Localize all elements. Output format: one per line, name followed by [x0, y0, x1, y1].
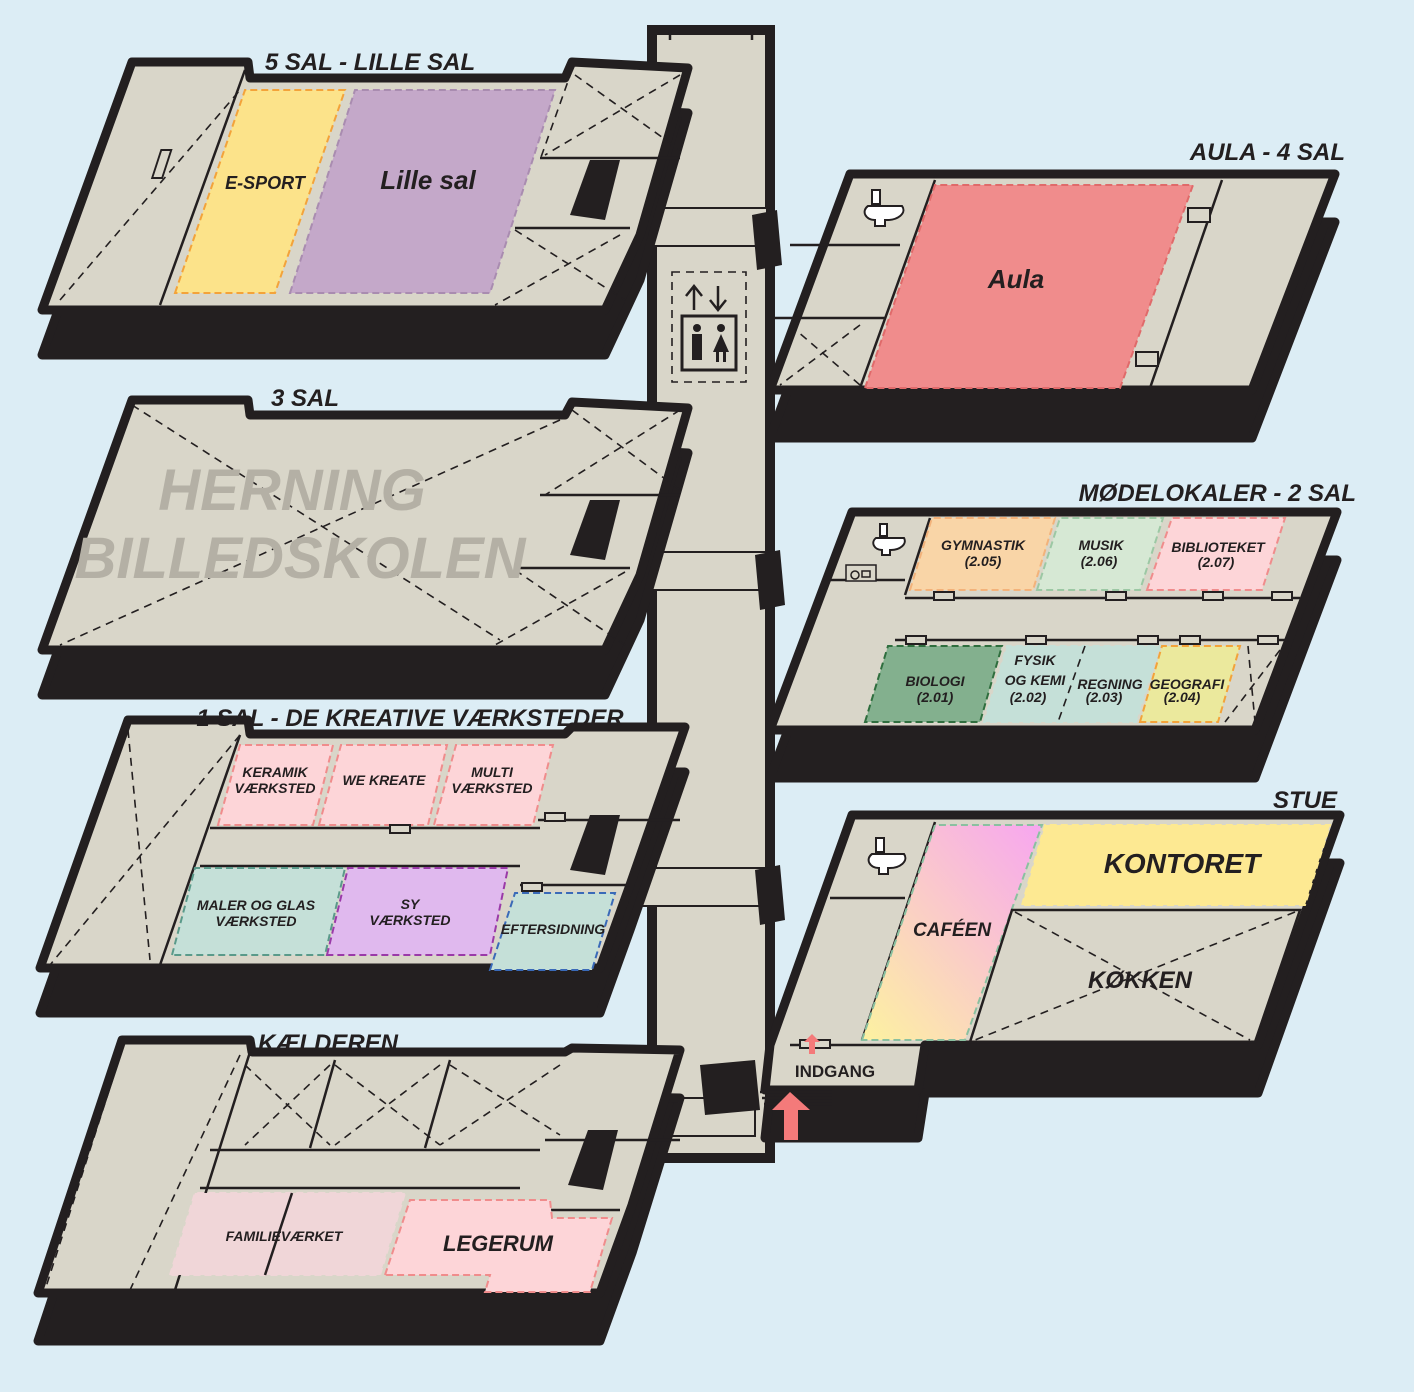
watermark-line-2: BILLEDSKOLEN — [74, 526, 526, 591]
room-label-maler-2: VÆRKSTED — [216, 913, 297, 929]
room-label-biologi: BIOLOGI — [905, 673, 965, 689]
room-eftersidning[interactable] — [488, 892, 617, 971]
floor-title: KÆLDEREN — [258, 1030, 399, 1057]
room-label-keramik-2: VÆRKSTED — [235, 780, 316, 796]
room-label-esport: E-SPORT — [225, 173, 307, 193]
room-kontoret[interactable] — [1020, 824, 1332, 906]
room-number-regning: (2.03) — [1086, 689, 1123, 705]
room-label-kemi: OG KEMI — [1005, 672, 1067, 688]
elevator-icon[interactable] — [671, 271, 747, 383]
room-maler-glas[interactable] — [170, 867, 347, 956]
room-label-bibliotek: BIBLIOTEKET — [1171, 539, 1266, 555]
floor-1-sal: 1 SAL - DE KREATIVE VÆRKSTEDER KERAMIK V… — [35, 705, 690, 1018]
floor-title: 1 SAL - DE KREATIVE VÆRKSTEDER — [196, 705, 624, 732]
room-label-maler: MALER OG GLAS — [197, 897, 316, 913]
room-cafeen[interactable] — [860, 824, 1044, 1041]
room-label-kontoret: KONTORET — [1104, 848, 1263, 879]
toilet-icon — [872, 523, 906, 556]
room-label-fysik: FYSIK — [1014, 652, 1056, 668]
toilet-icon — [867, 837, 907, 875]
floor-stue: STUE CAFÉEN KONTORET KØKKEN INDGANG — [760, 787, 1345, 1143]
room-multi[interactable] — [432, 744, 555, 826]
floor-kaelderen: KÆLDEREN FAMILIEVÆRKET LEGERUM — [33, 1030, 685, 1346]
room-number-biologi: (2.01) — [917, 689, 954, 705]
room-label-multi-2: VÆRKSTED — [452, 780, 533, 796]
room-label-regning: REGNING — [1077, 676, 1142, 692]
room-keramik[interactable] — [216, 744, 335, 826]
room-kokken — [968, 908, 1302, 1044]
floor-title: 3 SAL — [271, 385, 339, 412]
room-label-sy-2: VÆRKSTED — [370, 912, 451, 928]
room-label-gymnastik: GYMNASTIK — [941, 537, 1026, 553]
entrance-label[interactable]: INDGANG — [795, 1062, 875, 1081]
floor-4-sal-aula: AULA - 4 SAL Aula — [765, 139, 1345, 443]
room-number-gymnastik: (2.05) — [965, 553, 1002, 569]
room-label-legerum: LEGERUM — [443, 1231, 554, 1256]
room-label-we-kreate: WE KREATE — [343, 772, 427, 788]
room-label-keramik: KERAMIK — [242, 764, 308, 780]
floor-3-sal: 3 SAL HERNING BILLEDSKOLEN — [37, 385, 693, 700]
room-familievaerket[interactable] — [168, 1192, 407, 1276]
floor-5-sal: 5 SAL - LILLE SAL E-SPORT Lille sal — [37, 49, 693, 360]
entrance-arrow-icon — [772, 1034, 820, 1140]
accessible-toilet-icon — [845, 564, 877, 582]
room-label-lille-sal: Lille sal — [380, 165, 476, 195]
room-label-eftersidning: EFTERSIDNING — [501, 921, 605, 937]
room-sy[interactable] — [325, 867, 510, 956]
floor-title: 5 SAL - LILLE SAL — [265, 49, 475, 76]
room-geografi[interactable] — [1138, 645, 1242, 723]
room-esport[interactable] — [173, 89, 347, 294]
floor-2-sal: MØDELOKALER - 2 SAL GYMNASTIK (2.05) MUS… — [765, 480, 1356, 783]
room-we-kreate[interactable] — [317, 744, 449, 826]
central-corridor — [647, 25, 775, 1163]
room-label-geografi: GEOGRAFI — [1150, 676, 1226, 692]
room-legerum[interactable] — [383, 1199, 614, 1293]
room-number-bibliotek: (2.07) — [1198, 554, 1235, 570]
room-number-fysik: (2.02) — [1010, 689, 1047, 705]
toilet-icon — [863, 189, 905, 227]
room-label-familievaerket: FAMILIEVÆRKET — [226, 1228, 344, 1244]
room-label-aula: Aula — [987, 264, 1044, 294]
room-label-cafeen: CAFÉEN — [913, 919, 992, 941]
room-fysik-regning[interactable] — [982, 645, 1162, 723]
room-musik[interactable] — [1035, 517, 1165, 591]
room-label-kokken: KØKKEN — [1088, 967, 1193, 994]
watermark-line-1: HERNING — [158, 458, 425, 523]
room-label-musik: MUSIK — [1078, 537, 1124, 553]
room-number-geografi: (2.04) — [1164, 689, 1201, 705]
floor-title: MØDELOKALER - 2 SAL — [1079, 480, 1356, 507]
room-label-multi: MULTI — [471, 764, 514, 780]
floor-title: AULA - 4 SAL — [1189, 139, 1345, 166]
room-biologi[interactable] — [863, 645, 1004, 723]
room-aula[interactable] — [863, 184, 1195, 389]
room-bibliotek[interactable] — [1145, 517, 1287, 591]
room-gymnastik[interactable] — [908, 517, 1057, 591]
room-lille-sal[interactable] — [288, 89, 557, 294]
room-label-sy: SY — [401, 896, 421, 912]
floor-title: STUE — [1273, 787, 1338, 814]
room-number-musik: (2.06) — [1081, 553, 1118, 569]
